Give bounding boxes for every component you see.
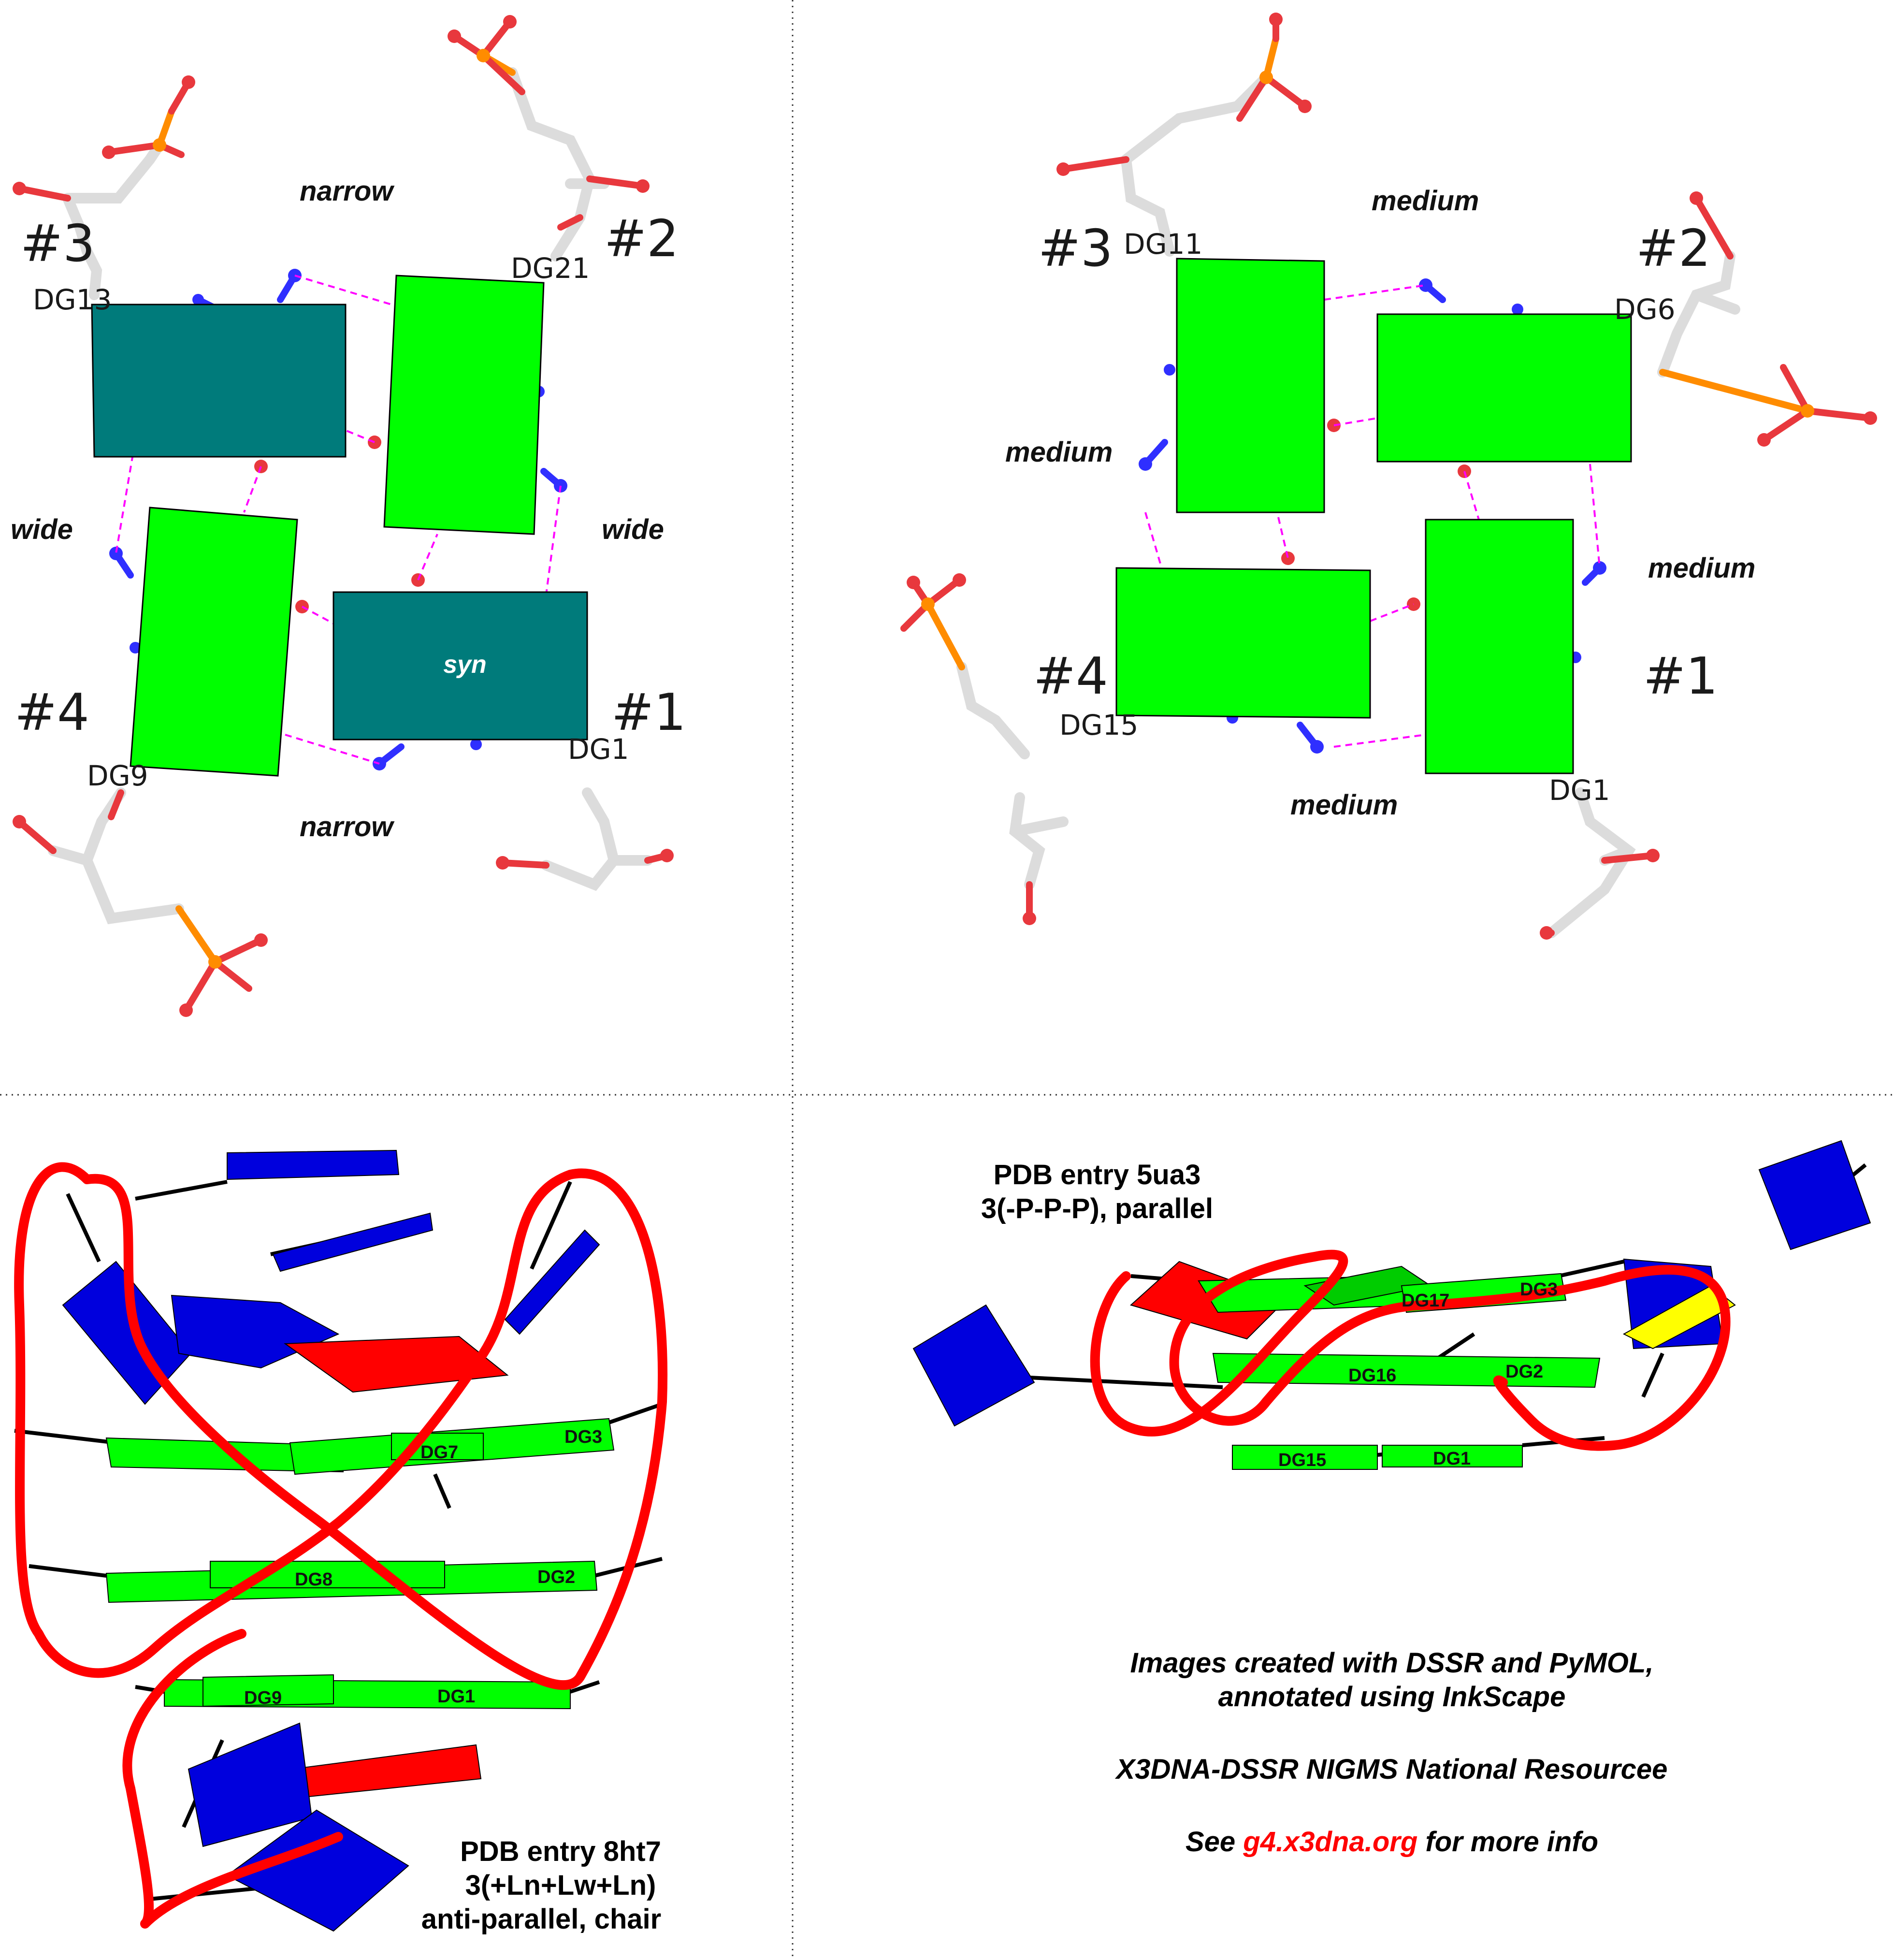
residue-label-dg1-tr: DG1 (1549, 774, 1610, 807)
panel-bottom-right: PDB entry 5ua3 3(-P-P-P), parallel DG17 … (912, 1140, 1871, 1858)
block-label-dg17: DG17 (1402, 1291, 1449, 1311)
groove-label-top: narrow (300, 175, 395, 207)
strand-number-1: #1 (611, 683, 686, 742)
residue-label-dg6: DG6 (1614, 293, 1676, 326)
caption-line-2: 3(+Ln+Lw+Ln) (465, 1870, 656, 1901)
panel-top-left: syn #3 #2 #4 #1 DG13 DG21 DG9 DG1 narrow… (11, 15, 686, 1017)
base-block-dg9 (130, 507, 298, 777)
caption-5ua3-line-1: PDB entry 5ua3 (994, 1159, 1201, 1191)
caption-5ua3-line-2: 3(-P-P-P), parallel (981, 1193, 1213, 1224)
groove-label-bottom: narrow (300, 811, 395, 842)
backbone-sticks-tr (900, 13, 1877, 940)
g4-x3dna-link[interactable]: g4.x3dna.org (1243, 1826, 1417, 1858)
ribbon-backbone-bl (14, 1162, 668, 1929)
base-block-dg13 (91, 304, 347, 458)
caption-line-3: anti-parallel, chair (421, 1903, 661, 1935)
hbonds-tl (109, 269, 567, 770)
block-label-dg15-br: DG15 (1278, 1450, 1326, 1470)
blue-block-br-left (912, 1304, 1035, 1427)
credit-see-line: See g4.x3dna.org for more info (1186, 1826, 1598, 1858)
base-block-dg6 (1376, 313, 1632, 463)
hbonds-tr (1139, 278, 1606, 754)
panel-bottom-left: DG7 DG3 DG8 DG2 DG9 DG1 PDB entry 8ht7 3… (14, 1149, 668, 1935)
strand-number-4: #4 (14, 683, 89, 742)
residue-label-dg11: DG11 (1124, 228, 1202, 261)
blue-block-br-right (1758, 1140, 1871, 1250)
strand-number-4-tr: #4 (1033, 647, 1108, 706)
backbone-sticks-tl (13, 15, 674, 1017)
base-block-dg21 (383, 275, 545, 535)
block-label-dg1-br: DG1 (1433, 1449, 1471, 1469)
strand-number-2: #2 (604, 209, 679, 268)
residue-label-dg21: DG21 (511, 252, 590, 285)
residue-label-dg15: DG15 (1059, 709, 1138, 741)
credit-line-2: annotated using InkScape (1218, 1681, 1566, 1713)
strand-number-2-tr: #2 (1636, 219, 1711, 278)
base-block-dg1-tr (1425, 519, 1574, 774)
residue-label-dg1: DG1 (568, 733, 629, 766)
credit-line-1: Images created with DSSR and PyMOL, (1130, 1647, 1654, 1679)
block-label-dg16: DG16 (1348, 1365, 1396, 1386)
ribbon-backbone-br (1090, 1249, 1731, 1451)
base-block-dg1-syn (333, 591, 588, 740)
strand-number-3: #3 (20, 214, 95, 273)
base-block-dg15 (1115, 567, 1371, 719)
groove-label-top-tr: medium (1372, 185, 1479, 217)
block-label-dg9: DG9 (244, 1688, 282, 1708)
block-label-dg8: DG8 (295, 1569, 333, 1590)
caption-line-1: PDB entry 8ht7 (460, 1836, 661, 1867)
block-label-dg3-br: DG3 (1520, 1279, 1558, 1300)
block-label-dg7: DG7 (420, 1442, 458, 1463)
groove-label-right-tr: medium (1648, 552, 1755, 584)
panel-top-right: #3 #2 #4 #1 DG11 DG6 DG15 DG1 medium med… (900, 13, 1877, 940)
groove-label-left-tr: medium (1005, 436, 1113, 468)
block-label-dg3: DG3 (564, 1427, 602, 1447)
block-label-dg2: DG2 (537, 1567, 575, 1587)
groove-label-left: wide (11, 514, 73, 545)
credit-line-3: X3DNA-DSSR NIGMS National Resourcee (1115, 1754, 1668, 1785)
residue-label-dg9: DG9 (87, 759, 148, 792)
strand-number-1-tr: #1 (1643, 647, 1718, 706)
strand-number-3-tr: #3 (1038, 219, 1113, 278)
block-label-dg1: DG1 (437, 1686, 475, 1707)
see-suffix: for more info (1417, 1826, 1598, 1858)
base-block-dg11 (1176, 258, 1325, 513)
blue-blocks-bl (62, 1149, 600, 1932)
residue-label-dg13: DG13 (33, 283, 112, 316)
see-prefix: See (1186, 1826, 1243, 1858)
block-label-dg2-br: DG2 (1505, 1362, 1543, 1382)
groove-label-bottom-tr: medium (1290, 789, 1398, 821)
groove-label-right: wide (602, 514, 664, 545)
syn-label: syn (443, 651, 487, 679)
